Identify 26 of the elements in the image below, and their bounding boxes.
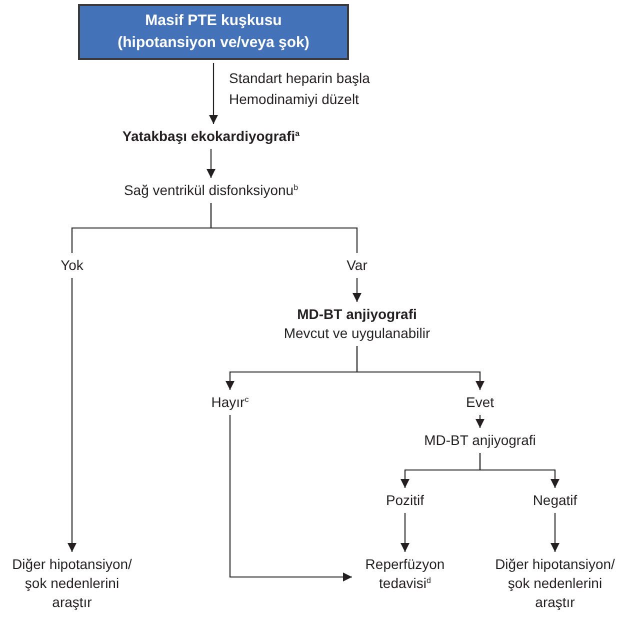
step-text: Diğer hipotansiyon/ şok nedenlerini araştır	[4, 555, 140, 612]
arrow	[229, 415, 352, 582]
step-text: Diğer hipotansiyon/ şok nedenlerini araştır	[488, 555, 618, 612]
arrow	[476, 415, 484, 428]
arrow	[209, 63, 218, 124]
step-text: MD-BT anjiyografi	[424, 431, 536, 450]
process-box: Masif PTE kuşkusu (hipotansiyon ve/veya şok)	[78, 4, 349, 60]
branch-label: Hayır$^{c}$	[211, 393, 249, 412]
branch-label: Evet	[466, 393, 494, 412]
branch-label: Yok	[60, 256, 84, 275]
arrow	[400, 513, 410, 552]
arrow	[68, 278, 76, 552]
branch-label: Pozitif	[386, 491, 424, 510]
step-text: Sağ ventrikül disfonksiyonu$^{b}$	[124, 181, 298, 200]
step-heading: MD-BT anjiyografi	[296, 305, 418, 324]
arrow	[356, 346, 484, 390]
step-text: Mevcut ve uygulanabilir	[284, 324, 430, 343]
connector-line	[210, 203, 358, 253]
branch-label: Negatif	[532, 491, 578, 510]
step-text: Yatakbaşı ekokardiyografi$^{a}$	[122, 127, 300, 146]
arrow	[206, 149, 216, 178]
step-text: Reperfüzyon tedavisi$^{d}$	[355, 555, 455, 593]
arrow	[352, 278, 362, 302]
arrow	[550, 513, 560, 552]
arrow	[479, 453, 560, 488]
branch-label: Var	[346, 256, 368, 275]
